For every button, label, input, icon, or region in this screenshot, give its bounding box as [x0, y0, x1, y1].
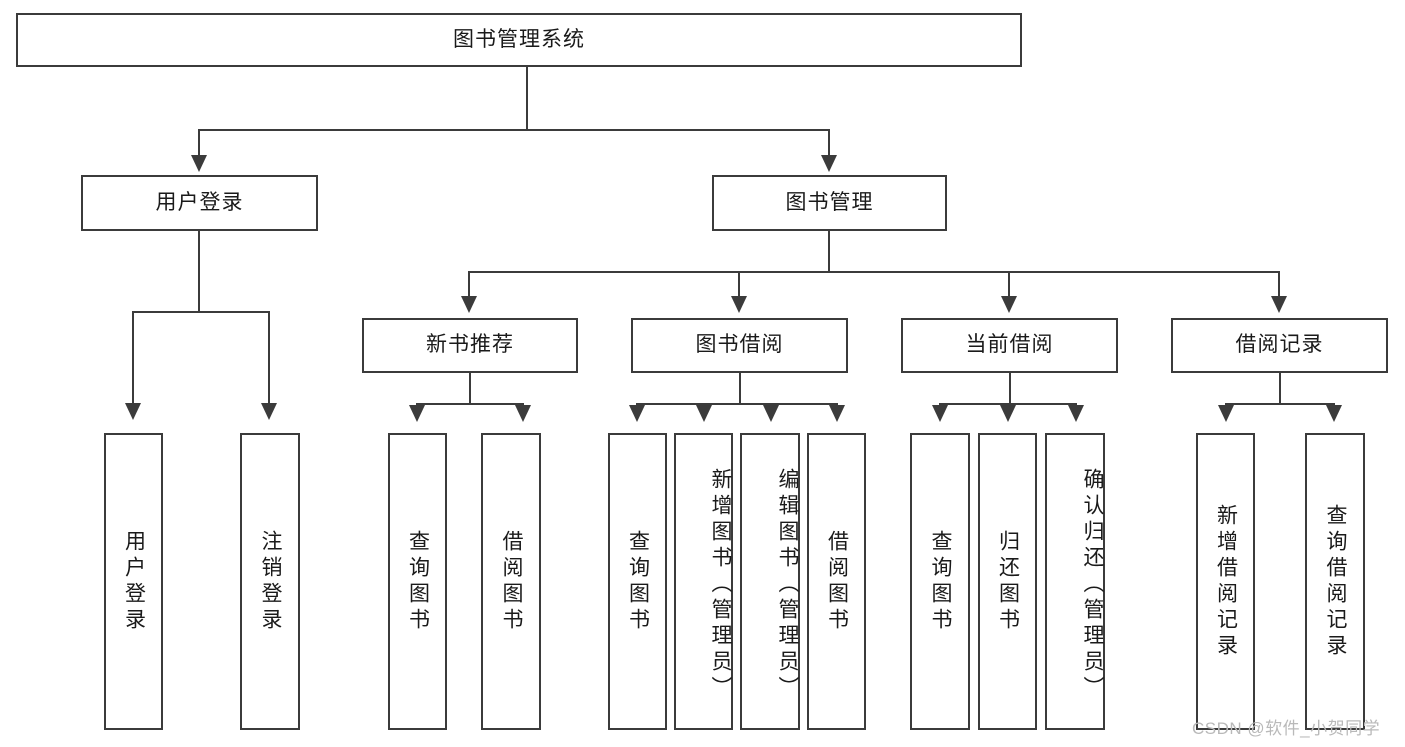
arrow-to-borrowrecord-leaf-1 — [1218, 405, 1234, 422]
arrow-to-book-borrow — [731, 296, 747, 313]
connector-userlogin-drop-1 — [132, 311, 134, 405]
connector-newbook-stem — [469, 373, 471, 404]
node-label: 查询图书 — [626, 529, 650, 634]
leaf-logout[interactable]: 注销登录 — [240, 433, 300, 730]
connector-root-bus — [198, 129, 830, 131]
node-label: 当前借阅 — [965, 333, 1054, 357]
node-label: 新增图书（管理员） — [709, 467, 732, 702]
node-book-management[interactable]: 图书管理 — [712, 175, 947, 231]
arrow-to-logout-leaf — [261, 403, 277, 420]
node-user-login[interactable]: 用户登录 — [81, 175, 318, 231]
node-label: 注销登录 — [259, 529, 283, 634]
arrow-to-book-manage — [821, 155, 837, 172]
node-label: 借阅图书 — [500, 529, 524, 634]
connector-userlogin-bus — [132, 311, 268, 313]
node-current-borrow[interactable]: 当前借阅 — [901, 318, 1118, 373]
arrow-to-currentborrow-leaf-3 — [1068, 405, 1084, 422]
connector-root-drop-2 — [828, 129, 830, 157]
node-label: 编辑图书（管理员） — [776, 467, 799, 702]
connector-bookborrow-bus — [636, 403, 838, 405]
node-label: 用户登录 — [122, 529, 146, 634]
node-label: 用户登录 — [155, 190, 244, 214]
node-label: 查询图书 — [929, 529, 953, 634]
node-label: 图书管理系统 — [453, 27, 585, 51]
connector-bookmanage-stem — [828, 231, 830, 272]
leaf-borrowrecord-add-record[interactable]: 新增借阅记录 — [1196, 433, 1255, 730]
arrow-to-borrow-record — [1271, 296, 1287, 313]
node-new-book-recommend[interactable]: 新书推荐 — [362, 318, 578, 373]
node-label: 新增借阅记录 — [1214, 503, 1238, 660]
leaf-user-login[interactable]: 用户登录 — [104, 433, 163, 730]
leaf-bookborrow-edit-book-admin[interactable]: 编辑图书（管理员） — [740, 433, 800, 730]
arrow-to-new-book — [461, 296, 477, 313]
connector-bookmanage-drop-3 — [1008, 271, 1010, 298]
node-label: 新书推荐 — [426, 333, 514, 357]
connector-userlogin-drop-2 — [268, 311, 270, 405]
node-label: 归还图书 — [996, 529, 1020, 634]
node-label: 图书借阅 — [695, 333, 784, 357]
arrow-to-user-login-leaf — [125, 403, 141, 420]
arrow-to-bookborrow-leaf-4 — [829, 405, 845, 422]
arrow-to-current-borrow — [1001, 296, 1017, 313]
node-label: 借阅记录 — [1235, 333, 1324, 357]
node-label: 查询借阅记录 — [1324, 503, 1348, 660]
connector-newbook-bus — [416, 403, 524, 405]
leaf-currentborrow-return-book[interactable]: 归还图书 — [978, 433, 1037, 730]
arrow-to-borrowrecord-leaf-2 — [1326, 405, 1342, 422]
leaf-bookborrow-add-book-admin[interactable]: 新增图书（管理员） — [674, 433, 733, 730]
leaf-newbook-borrow-book[interactable]: 借阅图书 — [481, 433, 541, 730]
connector-bookmanage-drop-1 — [468, 271, 470, 298]
connector-borrowrecord-bus — [1225, 403, 1335, 405]
arrow-to-user-login — [191, 155, 207, 172]
leaf-newbook-query-book[interactable]: 查询图书 — [388, 433, 447, 730]
connector-root-drop-1 — [198, 129, 200, 157]
node-book-borrow[interactable]: 图书借阅 — [631, 318, 848, 373]
connector-currentborrow-stem — [1009, 373, 1011, 404]
node-borrow-record[interactable]: 借阅记录 — [1171, 318, 1388, 373]
leaf-currentborrow-query-book[interactable]: 查询图书 — [910, 433, 970, 730]
node-label: 图书管理 — [785, 190, 874, 214]
leaf-borrowrecord-query-record[interactable]: 查询借阅记录 — [1305, 433, 1365, 730]
arrow-to-bookborrow-leaf-1 — [629, 405, 645, 422]
node-root-system[interactable]: 图书管理系统 — [16, 13, 1022, 67]
connector-borrowrecord-stem — [1279, 373, 1281, 404]
leaf-currentborrow-confirm-return-admin[interactable]: 确认归还（管理员） — [1045, 433, 1105, 730]
arrow-to-bookborrow-leaf-2 — [696, 405, 712, 422]
arrow-to-newbook-leaf-1 — [409, 405, 425, 422]
connector-root-stem — [526, 67, 528, 130]
connector-userlogin-stem — [198, 231, 200, 312]
leaf-bookborrow-query-book[interactable]: 查询图书 — [608, 433, 667, 730]
connector-bookborrow-stem — [739, 373, 741, 404]
arrow-to-currentborrow-leaf-2 — [1000, 405, 1016, 422]
arrow-to-bookborrow-leaf-3 — [763, 405, 779, 422]
arrow-to-currentborrow-leaf-1 — [932, 405, 948, 422]
connector-bookmanage-drop-2 — [738, 271, 740, 298]
leaf-bookborrow-borrow-book[interactable]: 借阅图书 — [807, 433, 866, 730]
connector-bookmanage-drop-4 — [1278, 271, 1280, 298]
connector-bookmanage-bus — [468, 271, 1280, 273]
node-label: 借阅图书 — [825, 529, 849, 634]
arrow-to-newbook-leaf-2 — [515, 405, 531, 422]
node-label: 查询图书 — [406, 529, 430, 634]
node-label: 确认归还（管理员） — [1081, 467, 1104, 702]
